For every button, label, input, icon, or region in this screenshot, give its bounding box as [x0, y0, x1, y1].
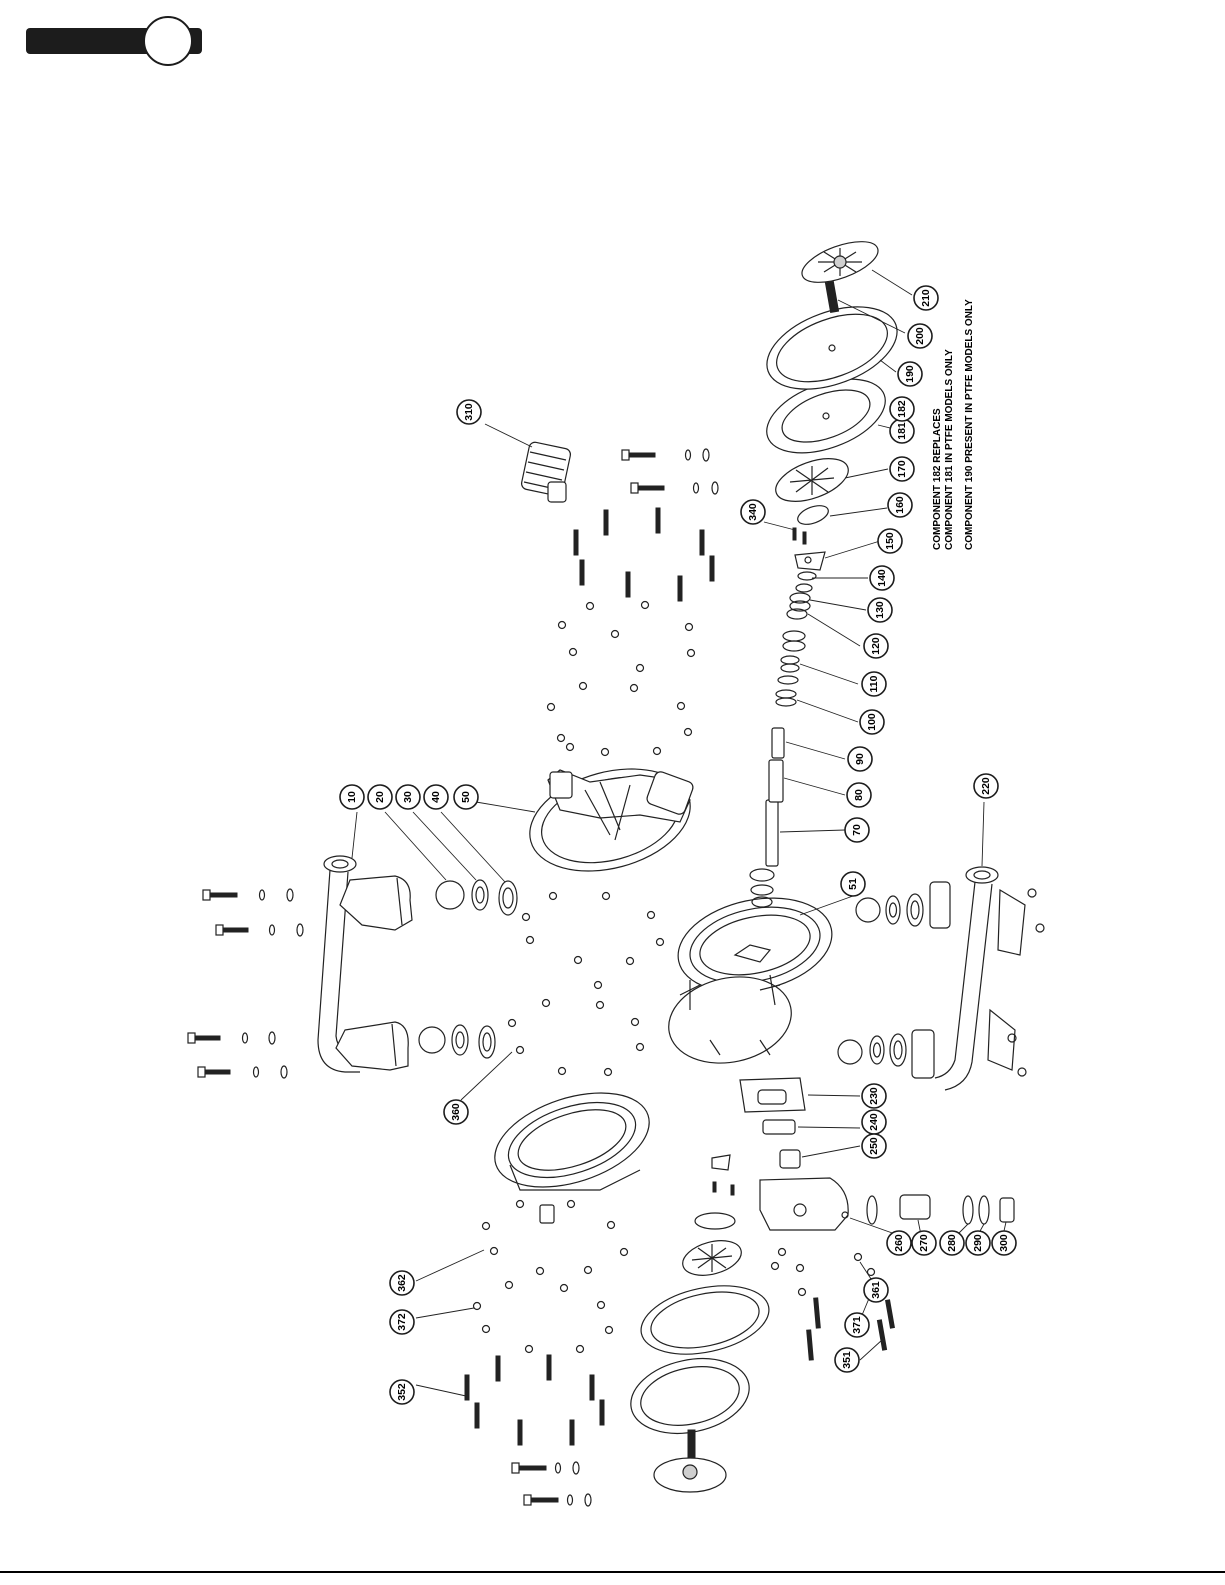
callout-160: 160: [888, 493, 912, 517]
callout-label: 371: [851, 1316, 863, 1334]
callout-label: 351: [841, 1351, 853, 1369]
callout-label: 361: [870, 1281, 882, 1299]
callout-label: 190: [904, 365, 916, 383]
callout-label: 170: [896, 460, 908, 478]
callout-bubbles: 10 20 30 40 50 51 70 80 90 100 110 120 130 140 150 160 1…: [340, 286, 1016, 1404]
component-notes: COMPONENT 182 REPLACES COMPONENT 181 IN …: [932, 299, 975, 550]
callout-label: 181: [896, 422, 908, 440]
manifold-bolts-left: [188, 889, 303, 1078]
callout-label: 140: [876, 569, 888, 587]
callout-label: 182: [896, 400, 908, 418]
callout-210: 210: [914, 286, 938, 310]
check-ball: [436, 881, 464, 909]
callout-label: 120: [870, 637, 882, 655]
callout-label: 30: [402, 791, 414, 803]
callout-label: 362: [396, 1274, 408, 1292]
callout-label: 300: [998, 1234, 1010, 1252]
callout-120: 120: [864, 634, 888, 658]
callout-90: 90: [848, 747, 872, 771]
callout-182: 182: [890, 397, 914, 421]
callout-label: 220: [980, 777, 992, 795]
callout-label: 51: [847, 878, 859, 890]
callout-label: 130: [874, 601, 886, 619]
callout-label: 90: [854, 753, 866, 765]
callout-40: 40: [424, 785, 448, 809]
callout-280: 280: [940, 1231, 964, 1255]
fastener-hardware: [474, 602, 875, 1353]
callout-label: 290: [972, 1234, 984, 1252]
callout-label: 150: [884, 532, 896, 550]
note-line-3: COMPONENT 190 PRESENT IN PTFE MODELS ONL…: [964, 299, 975, 550]
callout-310: 310: [457, 400, 481, 424]
callout-label: 20: [374, 791, 386, 803]
callout-label: 240: [868, 1113, 880, 1131]
callout-200: 200: [908, 324, 932, 348]
callout-label: 372: [396, 1313, 408, 1331]
discharge-manifold: [318, 856, 412, 1072]
callout-label: 40: [430, 791, 442, 803]
liquid-chamber-upper: [518, 752, 701, 887]
callout-150: 150: [878, 529, 902, 553]
callout-372: 372: [390, 1310, 414, 1334]
callout-110: 110: [862, 672, 886, 696]
chamber-bolts-lower: [465, 1355, 604, 1506]
callout-250: 250: [862, 1134, 886, 1158]
callout-label: 250: [868, 1137, 880, 1155]
callout-label: 100: [866, 713, 878, 731]
page-bottom-rule: [0, 1571, 1225, 1573]
callout-361: 361: [864, 1278, 888, 1302]
inlet-manifold: [912, 867, 1044, 1090]
callout-30: 30: [396, 785, 420, 809]
callout-label: 280: [946, 1234, 958, 1252]
callout-220: 220: [974, 774, 998, 798]
callout-80: 80: [847, 783, 871, 807]
note-line-2: COMPONENT 181 IN PTFE MODELS ONLY: [944, 349, 955, 550]
callout-label: 360: [450, 1103, 462, 1121]
callout-50: 50: [454, 785, 478, 809]
callout-label: 50: [460, 791, 472, 803]
callout-170: 170: [890, 457, 914, 481]
callout-270: 270: [912, 1231, 936, 1255]
callout-240: 240: [862, 1110, 886, 1134]
callout-label: 70: [851, 824, 863, 836]
callout-351: 351: [835, 1348, 859, 1372]
callout-352: 352: [390, 1380, 414, 1404]
callout-260: 260: [887, 1231, 911, 1255]
callout-100: 100: [860, 710, 884, 734]
callout-label: 230: [868, 1087, 880, 1105]
callout-label: 260: [893, 1234, 905, 1252]
callout-label: 270: [918, 1234, 930, 1252]
callout-label: 200: [914, 327, 926, 345]
callout-340: 340: [741, 500, 765, 524]
callout-label: 352: [396, 1383, 408, 1401]
callout-label: 80: [853, 789, 865, 801]
callout-130: 130: [868, 598, 892, 622]
shaft-assembly: [750, 502, 831, 907]
callout-140: 140: [870, 566, 894, 590]
callout-label: 310: [463, 403, 475, 421]
callout-70: 70: [845, 818, 869, 842]
center-section: [661, 885, 841, 1074]
note-line-1: COMPONENT 182 REPLACES: [932, 408, 943, 550]
muffler: [520, 441, 571, 502]
callout-360: 360: [444, 1100, 468, 1124]
callout-label: 340: [747, 503, 759, 521]
callout-20: 20: [368, 785, 392, 809]
callout-230: 230: [862, 1084, 886, 1108]
callout-190: 190: [898, 362, 922, 386]
callout-290: 290: [966, 1231, 990, 1255]
callout-label: 210: [920, 289, 932, 307]
callout-371: 371: [845, 1313, 869, 1337]
chamber-bolts-upper: [574, 449, 718, 601]
callout-label: 160: [894, 496, 906, 514]
callout-362: 362: [390, 1271, 414, 1295]
callout-10: 10: [340, 785, 364, 809]
callout-label: 10: [346, 791, 358, 803]
callout-label: 110: [868, 675, 880, 692]
callout-51: 51: [841, 872, 865, 896]
callout-300: 300: [992, 1231, 1016, 1255]
callout-181: 181: [890, 419, 914, 443]
